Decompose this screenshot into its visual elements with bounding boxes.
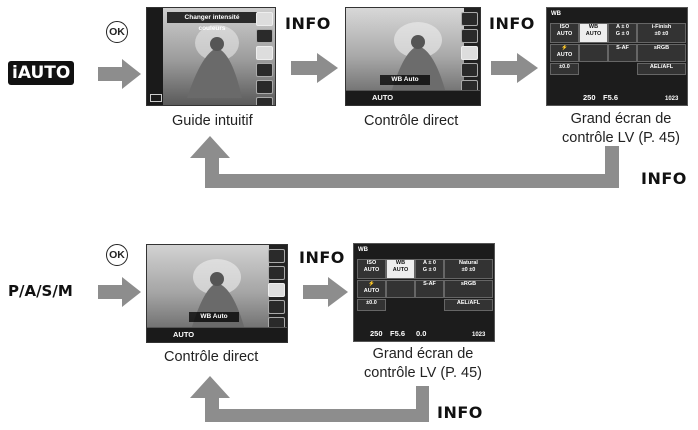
- flash-cell: ⚡AUTO: [550, 44, 579, 62]
- metering-cell: [579, 44, 608, 62]
- wb-strip-value: AUTO: [173, 330, 195, 339]
- setting-icon: [461, 29, 478, 43]
- return-arrow-icon: [190, 376, 429, 422]
- lv-shutter-speed: 250: [583, 93, 596, 102]
- guide-menu-column: [256, 12, 273, 105]
- info-button-label: INFO: [437, 403, 483, 422]
- caption-lv-top-line2: contrôle LV (P. 45): [562, 130, 680, 146]
- right-arrow-icon: [98, 59, 141, 89]
- flash-cell: ⚡AUTO: [357, 280, 386, 298]
- caption-guide: Guide intuitif: [172, 113, 253, 129]
- finish-cell: i-Finish±0 ±0: [637, 23, 686, 43]
- caption-direct-bottom: Contrôle direct: [164, 349, 259, 365]
- flash-comp-cell: ±0.0: [550, 63, 579, 75]
- guide-screen: Changer intensité couleurs: [146, 7, 276, 106]
- info-button-label: INFO: [285, 14, 331, 33]
- guide-mini-icon: [150, 94, 162, 102]
- photo-thumbnail: [147, 8, 275, 105]
- caption-direct-top: Contrôle direct: [364, 113, 459, 129]
- lv-aperture: F5.6: [603, 93, 619, 102]
- direct-bottom-strip: AUTO: [346, 90, 480, 105]
- flash-comp-cell: ±0.0: [357, 299, 386, 311]
- finish-cell: Natural±0 ±0: [444, 259, 493, 279]
- caption-lv-top-line1: Grand écran de: [570, 111, 672, 127]
- return-arrow-icon: [190, 136, 619, 188]
- caption-lv-bottom-line1: Grand écran de: [372, 346, 474, 362]
- aelafl-cell: AEL/AFL: [444, 299, 493, 311]
- caption-lv-bottom: Grand écran de contrôle LV (P. 45): [360, 345, 486, 383]
- af-cell: S-AF: [415, 280, 444, 298]
- lv-shot-count: 1023: [665, 96, 679, 102]
- wb-auto-label: WB Auto: [189, 312, 239, 322]
- af-cell: S-AF: [608, 44, 637, 62]
- lv-shutter-speed: 250: [370, 329, 383, 338]
- setting-icon: [268, 249, 285, 263]
- direct-control-screen-bottom: WB Auto AUTO: [146, 244, 288, 343]
- wb-auto-label: WB Auto: [380, 75, 430, 85]
- lv-header: WB: [551, 11, 561, 17]
- iauto-mode-badge: iAUTO: [8, 61, 75, 85]
- menu-item-icon: [256, 12, 273, 26]
- right-arrow-icon: [291, 53, 338, 83]
- pasm-mode-label: P/A/S/M: [8, 282, 73, 300]
- direct-control-screen: WB Auto AUTO: [345, 7, 481, 106]
- metering-cell: [386, 280, 415, 298]
- info-button-label: INFO: [641, 169, 687, 188]
- right-arrow-icon: [491, 53, 538, 83]
- caption-lv-bottom-line2: contrôle LV (P. 45): [364, 365, 482, 381]
- setting-icon: [461, 12, 478, 26]
- info-button-label: INFO: [299, 248, 345, 267]
- menu-item-icon: [256, 97, 273, 105]
- setting-icon: [268, 283, 285, 297]
- lv-header: WB: [358, 247, 368, 253]
- menu-item-icon: [256, 29, 273, 43]
- ok-button-icon: OK: [106, 21, 128, 43]
- direct-bottom-strip: AUTO: [147, 327, 287, 342]
- setting-icon: [461, 63, 478, 77]
- right-arrow-icon: [98, 277, 141, 307]
- lv-exposure: 0.0: [416, 329, 427, 338]
- aelafl-cell: AEL/AFL: [637, 63, 686, 75]
- wb-strip-value: AUTO: [372, 93, 394, 102]
- srgb-cell: sRGB: [444, 280, 493, 298]
- menu-item-icon: [256, 63, 273, 77]
- lv-shot-count: 1023: [472, 332, 486, 338]
- setting-icon: [268, 300, 285, 314]
- setting-icon: [461, 46, 478, 60]
- info-button-label: INFO: [489, 14, 535, 33]
- ok-button-icon: OK: [106, 244, 128, 266]
- setting-icon: [268, 266, 285, 280]
- right-arrow-icon: [303, 277, 348, 307]
- lv-aperture: F5.6: [390, 329, 406, 338]
- menu-item-icon: [256, 46, 273, 60]
- menu-item-icon: [256, 80, 273, 94]
- caption-lv-top: Grand écran de contrôle LV (P. 45): [561, 110, 681, 148]
- guide-title-bar: Changer intensité couleurs: [167, 12, 257, 32]
- srgb-cell: sRGB: [637, 44, 686, 62]
